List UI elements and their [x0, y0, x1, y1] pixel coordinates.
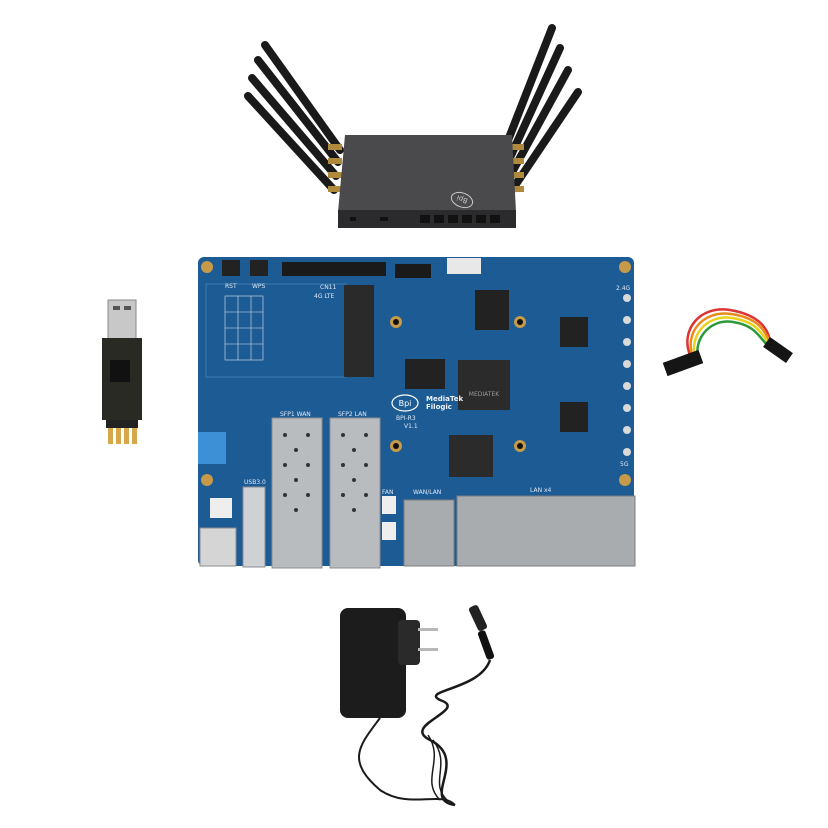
version-label: V1.1 [404, 423, 418, 430]
usb-label: USB3.0 [244, 479, 266, 486]
wanlan-label: WAN/LAN [413, 489, 441, 496]
bpi-r3-board: MEDIATEK Bpi RST WPS CN11 [198, 257, 636, 569]
wifi-ufl-connectors [623, 294, 631, 456]
sfp1-cage [271, 417, 323, 569]
router-logo-text: Bpi [456, 193, 469, 204]
wps-button [250, 260, 268, 276]
sfp2-label: SFP2 LAN [338, 411, 367, 418]
fan-label: FAN [382, 489, 394, 496]
lan-rj45-x4 [456, 495, 636, 567]
dc-jack [199, 527, 237, 567]
mediatek-soc [458, 360, 510, 410]
rst-label: RST [225, 283, 237, 290]
sfp2-cage [329, 417, 381, 569]
ram-chip [405, 359, 445, 389]
wps-label: WPS [252, 283, 266, 290]
router-case: Bpi [338, 135, 516, 228]
lte-label: 4G LTE [314, 293, 335, 300]
band-24g-label: 2.4G [616, 285, 631, 292]
m2-slot [344, 285, 374, 377]
antenna-connectors [328, 144, 524, 192]
switch-chip [449, 435, 493, 477]
power-adapter [340, 605, 495, 807]
jumper-wires [662, 308, 793, 377]
antennas-left [244, 41, 344, 194]
brand-line1: MediaTek [426, 395, 463, 403]
lan-label: LAN x4 [530, 487, 552, 494]
soc-label: MEDIATEK [469, 391, 500, 398]
sfp1-label: SFP1 WAN [280, 411, 311, 418]
antennas-right [501, 24, 582, 194]
blue-header [198, 432, 226, 464]
gpio-header [282, 262, 386, 276]
cn11-label: CN11 [320, 284, 336, 291]
usb-ttl-adapter [102, 299, 142, 444]
brand-line2: Filogic [426, 403, 452, 411]
usb3-port [242, 486, 266, 568]
band-5g-label: 5G [620, 461, 629, 468]
bpi-logo [391, 394, 419, 412]
rst-button [222, 260, 240, 276]
router-logo [450, 191, 474, 209]
bpi-logo-text: Bpi [399, 399, 412, 408]
model-label: BPI-R3 [396, 415, 416, 422]
wan-lan-rj45 [403, 499, 455, 567]
